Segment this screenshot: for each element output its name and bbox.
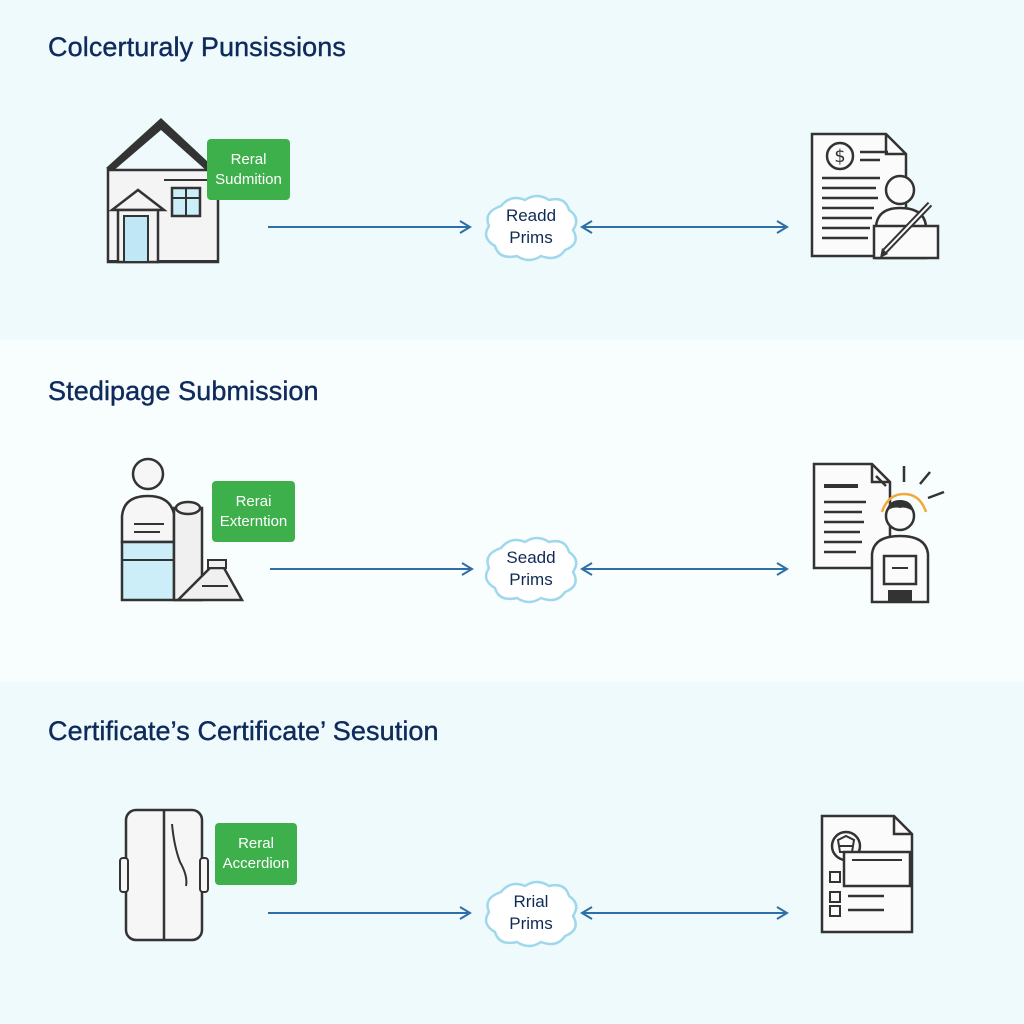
section-2-tag-line1: Rerai: [235, 492, 272, 510]
section-3-tag: Reral Accerdion: [215, 823, 297, 885]
section-1-cloud-line1: Readd: [505, 206, 557, 225]
section-1-tag-line1: Reral: [230, 150, 267, 168]
section-1: Colcerturaly Punsissions Reral Sudmition: [0, 0, 1024, 340]
cloud-shape: [484, 536, 578, 604]
section-1-tag-line2: Sudmition: [215, 170, 282, 188]
section-2-tag-line2: Externtion: [219, 512, 288, 530]
section-2: Stedipage Submission Rerai Externtion: [0, 340, 1024, 682]
section-3-tag-line2: Accerdion: [222, 855, 290, 872]
section-3-tag-line1: Reral: [238, 835, 274, 852]
section-3-cloud-node: Rrial Prims: [481, 878, 581, 948]
section-1-tag: Reral Sudmition: [207, 139, 290, 200]
section-3-cloud-line2: Prims: [509, 914, 553, 933]
person-at-desk-icon: [120, 457, 245, 602]
section-1-cloud-node: Readd Prims: [481, 192, 581, 262]
section-3-cloud-line1: Rrial: [513, 892, 549, 911]
cabinet-icon: [119, 808, 209, 942]
section-2-cloud-line1: Seadd: [506, 548, 556, 567]
document-with-person-signing-icon: $: [810, 132, 940, 260]
section-2-cloud-node: Seadd Prims: [481, 534, 581, 604]
section-2-title: Stedipage Submission: [48, 376, 319, 406]
section-3: Certificate’s Certificate’ Sesution Rera…: [0, 682, 1024, 1024]
cloud-shape: [484, 880, 578, 948]
section-2-cloud-line2: Prims: [509, 570, 553, 589]
section-1-cloud-line2: Prims: [509, 228, 553, 247]
section-1-title: Colcerturaly Punsissions: [48, 32, 347, 62]
cloud-shape: [484, 194, 578, 262]
house-icon: [106, 118, 220, 264]
document-with-person-idea-icon: [812, 462, 945, 604]
section-3-title: Certificate’s Certificate’ Sesution: [48, 716, 439, 746]
certificate-document-icon: [820, 814, 914, 934]
section-2-tag: Rerai Externtion: [212, 481, 295, 542]
svg-text:$: $: [834, 146, 845, 167]
